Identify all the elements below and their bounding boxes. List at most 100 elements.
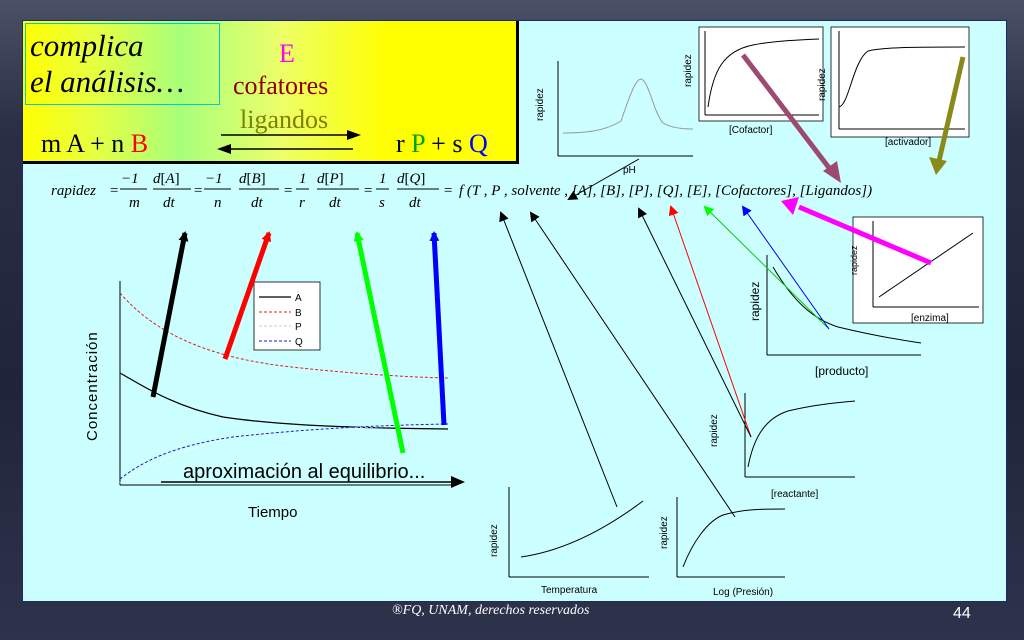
presion-xlabel: Log (Presión): [713, 587, 773, 598]
eq-term-a-d: d[A]: [153, 171, 180, 187]
title-banner: complica el análisis… E cofatores ligand…: [23, 21, 519, 164]
banner-line2: el análisis…: [30, 64, 185, 99]
eq-term-p-den: r: [299, 195, 305, 211]
eq-equals-4: =: [363, 183, 373, 199]
eq-term-b-num: −1: [205, 171, 223, 187]
arrow-temperatura: [499, 211, 618, 508]
factor-ligandos: ligandos: [240, 105, 329, 134]
eq-term-p-species: P: [329, 171, 339, 187]
complica-box: complica el análisis…: [25, 23, 220, 105]
legend-label-b: B: [295, 308, 302, 319]
rate-equation: rapidez = −1 m d[A] dt = −1 n d[B] dt =: [51, 171, 872, 211]
eq-term-a-species: A: [165, 171, 176, 187]
eq-equals-5: =: [443, 183, 453, 199]
temperatura-xlabel: Temperatura: [541, 585, 598, 596]
arrow-reactante-a: [638, 207, 752, 438]
temperatura-curve: [520, 500, 644, 558]
series-p-line: [119, 425, 449, 484]
enzima-curve: [878, 232, 974, 298]
eq-term-q-den: s: [379, 195, 385, 211]
equilibrium-arrow-head: [451, 476, 465, 488]
eq-term-q-d: d[Q]: [397, 171, 425, 187]
eq-term-q-dt: dt: [409, 195, 422, 211]
presion-ylabel: rapidez: [659, 516, 670, 549]
cofactor-curve: [707, 38, 820, 108]
reactante-curve: [747, 400, 856, 468]
mini-plot-presion: rapidez Log (Presión): [659, 497, 786, 598]
arrow-cofactor: [741, 53, 835, 175]
activador-curve: [838, 46, 966, 108]
arrow-producto-q: [741, 205, 830, 330]
eq-term-b-den: n: [214, 195, 222, 211]
arrow-activador-head: [929, 157, 947, 175]
arrow-producto-p: [703, 205, 830, 330]
reaction-left: m A + n B: [41, 129, 149, 158]
enzima-ylabel: rapidez: [849, 245, 859, 275]
equilibrium-arrows: [217, 130, 361, 154]
mini-plot-producto: rapidez [producto]: [748, 255, 922, 378]
ph-curve: [562, 78, 694, 134]
factor-e: E: [279, 39, 295, 68]
legend-label-q: Q: [295, 337, 303, 348]
legend-label-p: P: [295, 322, 302, 333]
cofactor-ylabel: rapidez: [683, 54, 694, 87]
eq-term-p-num: 1: [299, 171, 307, 187]
eq-term-b-d: d[B]: [239, 171, 266, 187]
temperatura-ylabel: rapidez: [489, 524, 500, 557]
slide: complica el análisis… E cofatores ligand…: [22, 20, 1007, 602]
eq-term-q-species: Q: [410, 171, 421, 187]
reactante-ylabel: rapidez: [709, 414, 720, 447]
arrow-activador: [936, 56, 966, 162]
arrow-b: [222, 231, 272, 360]
eq-term-a: −1 m d[A] dt: [120, 171, 191, 211]
producto-curve: [772, 266, 922, 344]
series-q-line: [119, 423, 449, 480]
eq-term-a-num: −1: [121, 171, 139, 187]
eq-term-a-den: m: [129, 195, 140, 211]
mini-plot-activador: rapidez [activador]: [817, 26, 970, 148]
factor-cofactores: cofatores: [233, 71, 329, 100]
eq-term-p-dt: dt: [329, 195, 342, 211]
equilibrium-annotation: aproximación al equilibrio...: [183, 461, 425, 483]
mini-plot-ph: rapidez pH: [535, 61, 694, 176]
arrow-ph: [567, 158, 640, 200]
mini-plot-cofactor: rapidez [Cofactor]: [683, 26, 824, 136]
eq-rhs: f (T , P , solvente , [A], [B], [P], [Q]…: [459, 183, 872, 199]
eq-lhs: rapidez: [51, 183, 96, 199]
ph-xlabel: pH: [623, 165, 636, 176]
conc-xlabel: Tiempo: [248, 504, 297, 521]
eq-term-p-d: d[P]: [317, 171, 344, 187]
eq-equals-2: =: [193, 183, 203, 199]
eq-term-q-num: 1: [379, 171, 387, 187]
concentration-chart: Concentración Tiempo A B P Q aproximació…: [84, 281, 465, 521]
footer-copyright: ®FQ, UNAM, derechos reservados: [392, 603, 590, 618]
conc-ylabel: Concentración: [84, 331, 101, 441]
arrow-a: [150, 231, 189, 398]
conc-legend-box: [253, 281, 321, 351]
presion-curve: [682, 508, 786, 568]
arrow-presion: [529, 211, 736, 518]
mini-plot-temperatura: rapidez Temperatura: [489, 487, 649, 596]
diagram-canvas: rapidez = −1 m d[A] dt = −1 n d[B] dt =: [51, 26, 984, 598]
series-b-line: [119, 292, 449, 379]
page-number: 44: [953, 605, 971, 622]
eq-term-b-species: B: [252, 171, 261, 187]
arrow-p: [353, 231, 406, 454]
activador-xlabel: [activador]: [885, 137, 931, 148]
arrow-enzima: [798, 204, 932, 266]
legend-label-a: A: [295, 293, 302, 304]
activador-ylabel: rapidez: [817, 68, 828, 101]
reaction-right: r P + s Q: [396, 129, 488, 158]
series-a-line: [119, 372, 449, 430]
mini-plot-reactante: rapidez [reactante]: [709, 393, 856, 500]
eq-term-a-dt: dt: [163, 195, 176, 211]
reactante-xlabel: [reactante]: [771, 489, 818, 500]
eq-term-p: 1 r d[P] dt: [296, 171, 359, 211]
producto-ylabel: rapidez: [748, 282, 762, 321]
banner-line1: complica: [30, 28, 144, 63]
enzima-xlabel: [enzima]: [911, 313, 949, 324]
arrow-q: [429, 231, 447, 426]
producto-xlabel: [producto]: [815, 364, 868, 378]
eq-equals-3: =: [283, 183, 293, 199]
cofactor-xlabel: [Cofactor]: [729, 125, 773, 136]
